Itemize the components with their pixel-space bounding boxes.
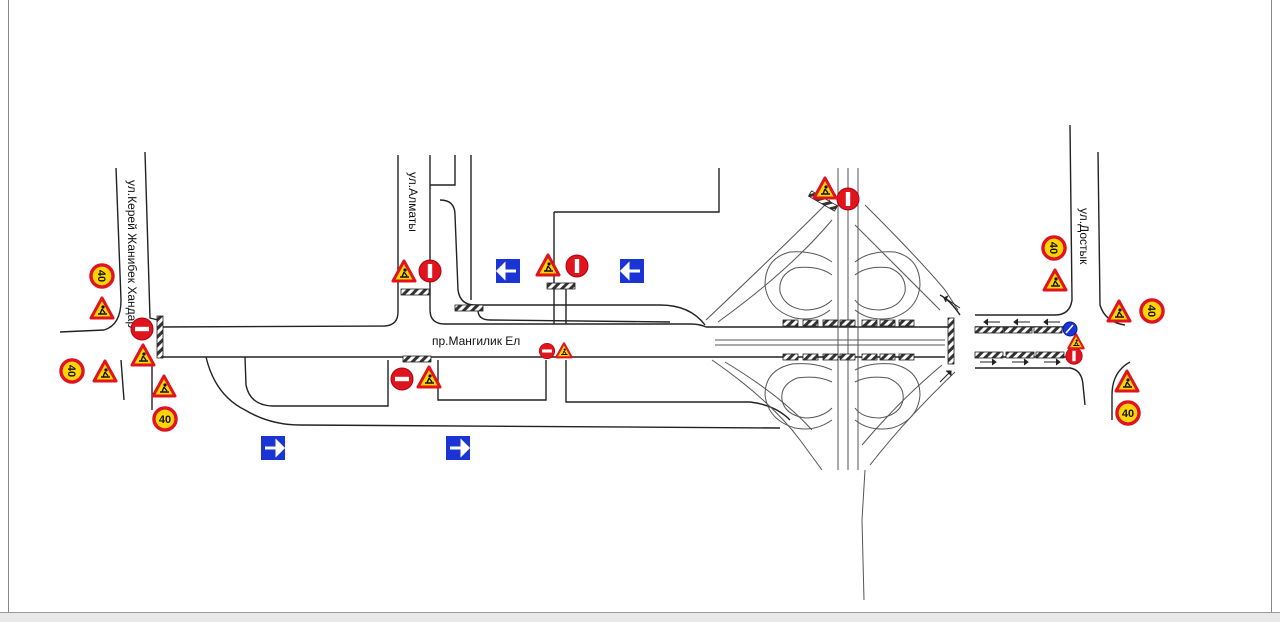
roadworks-icon (1042, 268, 1068, 292)
no-entry-icon (836, 187, 860, 211)
speed-limit-value: 40 (1047, 242, 1059, 254)
speed-limit-sign: 40 (1041, 235, 1067, 261)
speed-limit-value: 40 (159, 414, 171, 426)
roadworks-icon (151, 374, 177, 398)
no-entry-icon (538, 342, 556, 360)
traffic-signs (89, 176, 1140, 462)
page-frame-left (8, 0, 9, 612)
roadworks-icon (89, 296, 115, 320)
speed-limit-value: 40 (65, 365, 77, 377)
speed-limit-signs: 40 40 40 40 40 40 (59, 235, 1165, 432)
speed-limit-sign: 40 (152, 406, 178, 432)
street-label-main-avenue: пр.Мангилик Ел (432, 334, 520, 348)
street-label-kerey: ул.Керей Жанибек Хандар (125, 180, 139, 328)
detour-left-arrow-icon (494, 257, 522, 285)
speed-limit-sign: 40 (89, 263, 115, 289)
roadworks-icon (812, 176, 838, 200)
detour-right-arrow-icon (444, 434, 472, 462)
roadworks-icon (535, 253, 561, 277)
speed-limit-sign: 40 (59, 358, 85, 384)
speed-limit-value: 40 (1145, 305, 1157, 317)
speed-limit-value: 40 (1122, 408, 1134, 420)
detour-left-arrow-icon (618, 257, 646, 285)
no-entry-icon (390, 367, 414, 391)
barriers (156, 190, 1065, 365)
lane-arrows (939, 295, 1061, 383)
no-entry-icon (418, 259, 442, 283)
speed-limit-value: 40 (95, 270, 107, 282)
roadworks-icon (1114, 369, 1140, 393)
roadworks-icon (391, 259, 417, 283)
page-frame-bottom (0, 612, 1280, 622)
roadworks-icon (555, 342, 573, 359)
road-network (59, 124, 1131, 601)
no-entry-icon (130, 317, 154, 341)
roadworks-icon (1106, 299, 1132, 323)
detour-right-arrow-icon (259, 434, 287, 462)
street-label-dostyk: ул.Достык (1077, 208, 1091, 265)
no-entry-icon (1065, 347, 1083, 365)
page-frame-right (1271, 0, 1272, 612)
cloverleaf-interchange (705, 168, 959, 601)
roadworks-icon (92, 359, 118, 383)
no-entry-icon (565, 254, 589, 278)
speed-limit-sign: 40 (1139, 298, 1165, 324)
roadworks-icon (130, 343, 156, 367)
roadworks-icon (416, 365, 442, 389)
keep-right-icon (1062, 321, 1078, 337)
speed-limit-sign: 40 (1115, 400, 1141, 426)
street-label-almaty: ул.Алматы (406, 172, 420, 232)
